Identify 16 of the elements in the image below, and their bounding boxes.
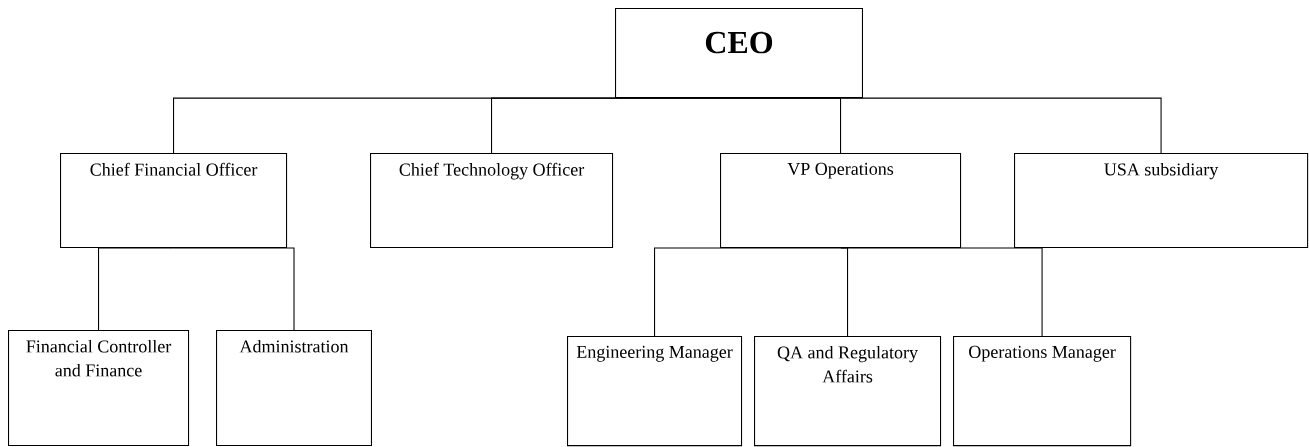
- connector-line: [491, 97, 740, 154]
- connector-line: [738, 97, 1162, 154]
- org-box: Operations Manager: [953, 336, 1132, 447]
- org-box: CEO: [615, 8, 863, 99]
- org-box: QA and Regulatory Affairs: [754, 336, 942, 447]
- org-box: Financial Controller and Finance: [8, 330, 190, 446]
- org-box: Chief Financial Officer: [60, 153, 288, 249]
- org-box: VP Operations: [720, 153, 962, 249]
- org-box: Chief Technology Officer: [370, 153, 614, 249]
- connector-line: [173, 247, 295, 331]
- org-box: USA subsidiary: [1014, 153, 1309, 249]
- connector-line: [654, 247, 842, 337]
- connector-line: [840, 247, 1043, 337]
- org-box: Administration: [216, 330, 372, 446]
- org-box: Engineering Manager: [567, 336, 743, 447]
- connector-line: [98, 247, 175, 331]
